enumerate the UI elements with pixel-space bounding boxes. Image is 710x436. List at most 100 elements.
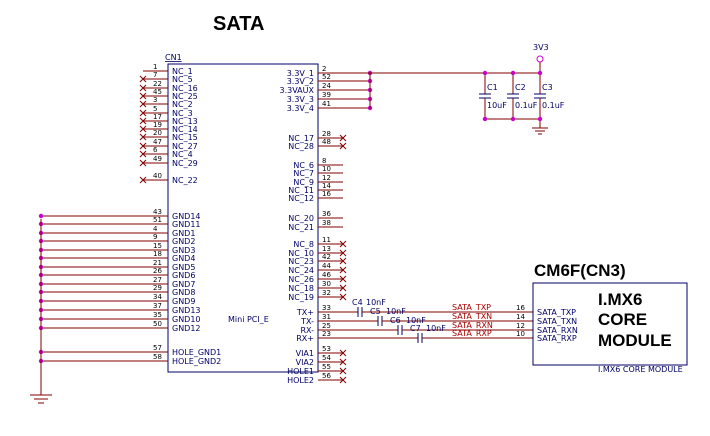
pin-name: NC_23	[288, 257, 314, 266]
pin-name: NC_14	[172, 125, 198, 134]
pin-number: 53	[322, 345, 331, 353]
pin-number: 23	[322, 330, 331, 338]
pin-name: RX-	[300, 326, 314, 335]
pin-number: 46	[322, 271, 331, 279]
pin-name: NC_1	[172, 67, 193, 76]
no-connect-mark	[339, 275, 347, 283]
module-title-line-3: MODULE	[598, 331, 672, 350]
no-connect-mark	[139, 100, 147, 108]
capacitor-value: 10uF	[487, 101, 507, 110]
pin-number: 16	[322, 190, 331, 198]
pin-number: 38	[322, 219, 331, 227]
pin-name: NC_12	[288, 194, 314, 203]
no-connect-mark	[139, 75, 147, 83]
pin-name: NC_9	[293, 178, 314, 187]
no-connect-mark	[139, 150, 147, 158]
pin-name: NC_17	[288, 134, 314, 143]
pin-number: 19	[153, 121, 162, 129]
pin-number: 17	[153, 113, 162, 121]
pin-number: 30	[322, 280, 331, 288]
pin-name: NC_6	[293, 161, 314, 170]
no-connect-mark	[339, 240, 347, 248]
pin-name: GND12	[172, 324, 201, 333]
pin-number: 51	[153, 216, 162, 224]
pin-number: 57	[153, 344, 162, 352]
capacitor-ref: C6	[390, 316, 401, 325]
pin-number: 29	[153, 284, 162, 292]
no-connect-mark	[139, 109, 147, 117]
pin-name: HOLE_GND2	[172, 357, 221, 366]
pin-number: 52	[322, 73, 331, 81]
pin-number: 26	[153, 267, 162, 275]
pin-number: 56	[322, 372, 331, 380]
module-pin-name: SATA_TXN	[537, 317, 577, 326]
capacitor-value: 0.1uF	[542, 101, 565, 110]
capacitor-ref: C5	[370, 307, 381, 316]
pin-number: 45	[153, 88, 162, 96]
ground-symbol-caps	[532, 127, 548, 135]
pin-name: HOLE2	[287, 376, 314, 385]
pin-name: GND13	[172, 306, 201, 315]
pin-name: NC_26	[288, 275, 314, 284]
pin-name: GND3	[172, 246, 195, 255]
pin-number: 28	[322, 130, 331, 138]
sheet-title: SATA	[213, 13, 264, 35]
module-title-line-1: I.MX6	[598, 290, 642, 309]
pin-name: NC_24	[288, 266, 314, 275]
no-connect-mark	[139, 142, 147, 150]
pin-number: 20	[153, 129, 162, 137]
pin-number: 2	[322, 65, 326, 73]
no-connect-mark	[339, 284, 347, 292]
capacitor-ref: C2	[515, 83, 526, 92]
pin-number: 47	[153, 138, 162, 146]
pin-name: NC_29	[172, 159, 198, 168]
pin-name: NC_19	[288, 293, 314, 302]
pin-name: NC_22	[172, 176, 198, 185]
junction-dot	[482, 70, 488, 76]
pin-number: 18	[153, 250, 162, 258]
pin-number: 1	[153, 63, 157, 71]
pin-number: 48	[322, 138, 331, 146]
pin-number: 24	[322, 82, 331, 90]
pin-name: 3.3V_1	[287, 69, 314, 78]
no-connect-mark	[339, 266, 347, 274]
power-label: 3V3	[533, 43, 549, 52]
pin-number: 6	[153, 146, 158, 154]
net-label: SATA_TXP	[452, 303, 491, 312]
power-port-3v3	[536, 55, 544, 63]
connector-ref: CN1	[165, 53, 182, 62]
pin-name: NC_25	[172, 92, 198, 101]
pin-number: 39	[322, 91, 331, 99]
connector-part-name: Mini PCI_E	[228, 315, 269, 324]
pin-number: 36	[322, 210, 331, 218]
junction-dot	[482, 116, 488, 122]
capacitor-value: 10nF	[426, 324, 446, 333]
no-connect-mark	[139, 117, 147, 125]
ground-bus	[30, 219, 52, 404]
pin-name: 3.3VAUX	[280, 86, 315, 95]
no-connect-mark	[139, 176, 147, 184]
pin-name: GND14	[172, 212, 201, 221]
pin-number: 21	[153, 259, 162, 267]
junction-dot	[510, 116, 516, 122]
pin-number: 22	[153, 80, 162, 88]
pin-name: NC_2	[172, 100, 193, 109]
pin-number: 14	[322, 182, 331, 190]
module-pin-name: SATA_RXP	[537, 334, 577, 343]
pin-name: NC_27	[172, 142, 198, 151]
pin-name: NC_11	[288, 186, 314, 195]
module-pin-number: 14	[516, 313, 525, 321]
pin-name: 3.3V_3	[287, 95, 314, 104]
pin-number: 50	[153, 320, 162, 328]
pin-number: 4	[153, 225, 158, 233]
pin-number: 3	[153, 96, 157, 104]
junction-dot	[510, 70, 516, 76]
module-pin-number: 12	[516, 322, 525, 330]
net-label: SATA_RXN	[452, 321, 493, 330]
capacitor-value: 10nF	[366, 298, 386, 307]
no-connect-mark	[139, 125, 147, 133]
